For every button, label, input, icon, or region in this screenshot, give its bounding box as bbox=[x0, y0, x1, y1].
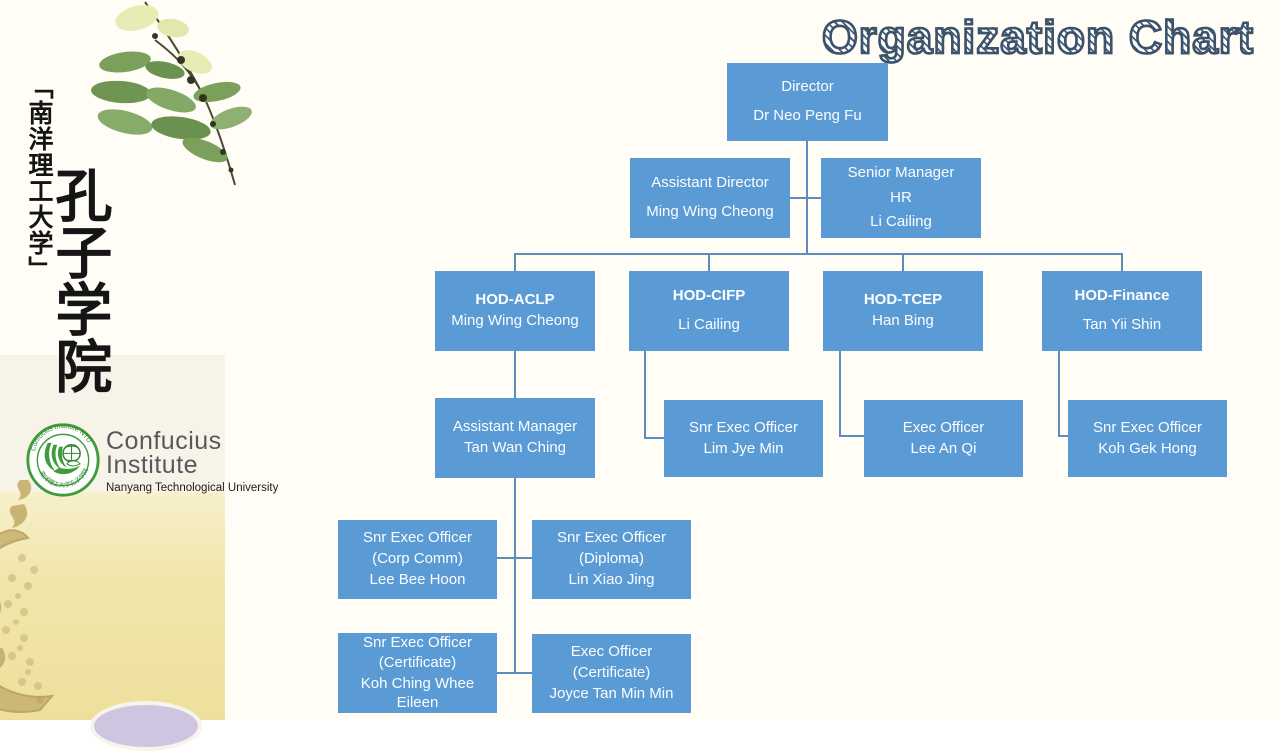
connector bbox=[514, 253, 516, 271]
org-node-assistant-manager[interactable]: Assistant Manager Tan Wan Ching bbox=[435, 398, 595, 478]
node-person: Joyce Tan Min Min bbox=[549, 684, 674, 702]
logo-wordmark: Confucius Institute Nanyang Technologica… bbox=[106, 427, 279, 494]
ntu-chinese-vertical-label: 「南洋理工大学」 bbox=[25, 74, 52, 282]
jade-artifact-image bbox=[0, 480, 55, 713]
node-unit: (Corp Comm) bbox=[372, 550, 463, 568]
connector bbox=[1121, 253, 1123, 271]
connector bbox=[644, 351, 646, 439]
leaf-branch-image bbox=[91, 1, 252, 186]
org-node-hod-aclp[interactable]: HOD-ACLP Ming Wing Cheong bbox=[435, 271, 595, 351]
node-person: Dr Neo Peng Fu bbox=[753, 107, 862, 124]
node-role: Exec Officer bbox=[570, 643, 653, 661]
connector bbox=[789, 197, 821, 199]
connector bbox=[1058, 351, 1060, 437]
node-role: Exec Officer bbox=[902, 418, 985, 436]
org-node-snr-exec-officer-certificate[interactable]: Snr Exec Officer (Certificate) Koh Ching… bbox=[338, 633, 497, 713]
node-person: Lee An Qi bbox=[910, 439, 977, 457]
node-role: Director bbox=[781, 78, 834, 96]
node-person: Lin Xiao Jing bbox=[568, 570, 655, 588]
sidebar: 「南洋理工大学」 孔子学院 Confucius Institute NTU 南洋… bbox=[0, 0, 278, 751]
node-unit: (Certificate) bbox=[378, 654, 457, 672]
connector bbox=[839, 351, 841, 437]
confucius-institute-logo: Confucius Institute NTU 南洋理工大学孔子学院 bbox=[26, 423, 100, 497]
node-person: Koh Gek Hong bbox=[1098, 439, 1197, 457]
logo-name-line1: Confucius bbox=[106, 427, 222, 455]
connector bbox=[839, 435, 864, 437]
org-node-snr-exec-officer-finance[interactable]: Snr Exec Officer Koh Gek Hong bbox=[1068, 400, 1227, 477]
logo-name-line2: Institute bbox=[106, 450, 199, 479]
node-person: Lim Jye Min bbox=[703, 439, 784, 457]
connector bbox=[1058, 435, 1068, 437]
node-unit: (Diploma) bbox=[578, 550, 644, 568]
org-node-assistant-director[interactable]: Assistant Director Ming Wing Cheong bbox=[630, 158, 790, 238]
node-role: Snr Exec Officer bbox=[689, 418, 798, 436]
connector bbox=[514, 351, 516, 398]
node-role: Senior Manager bbox=[847, 163, 955, 181]
node-person: Lee Bee Hoon bbox=[369, 570, 466, 588]
node-role: HOD-ACLP bbox=[475, 291, 555, 309]
logo-subtitle: Nanyang Technological University bbox=[106, 481, 279, 494]
page-title: Organization Chart bbox=[821, 10, 1255, 65]
sidebar-yellow-band bbox=[0, 492, 225, 720]
org-node-hod-finance[interactable]: HOD-Finance Tan Yii Shin bbox=[1042, 271, 1202, 351]
connector bbox=[497, 557, 532, 559]
node-role: HOD-TCEP bbox=[863, 291, 943, 309]
node-person: Ming Wing Cheong bbox=[646, 203, 774, 220]
org-node-exec-officer-tcep[interactable]: Exec Officer Lee An Qi bbox=[864, 400, 1023, 477]
node-person: Tan Yii Shin bbox=[1082, 316, 1162, 333]
org-node-exec-officer-certificate[interactable]: Exec Officer (Certificate) Joyce Tan Min… bbox=[532, 634, 691, 713]
org-node-senior-manager-hr[interactable]: Senior Manager HR Li Cailing bbox=[821, 158, 981, 238]
connector bbox=[497, 672, 532, 674]
node-person: Han Bing bbox=[872, 312, 934, 329]
node-role: HOD-Finance bbox=[1074, 287, 1170, 305]
connector bbox=[902, 253, 904, 271]
org-node-snr-exec-officer-cifp[interactable]: Snr Exec Officer Lim Jye Min bbox=[664, 400, 823, 477]
connector bbox=[644, 437, 664, 439]
vase-image bbox=[90, 701, 202, 751]
org-node-hod-cifp[interactable]: HOD-CIFP Li Cailing bbox=[629, 271, 789, 351]
node-role: Snr Exec Officer bbox=[363, 529, 472, 547]
org-node-director[interactable]: Director Dr Neo Peng Fu bbox=[727, 63, 888, 141]
node-role: Snr Exec Officer bbox=[557, 529, 666, 547]
node-person: Ming Wing Cheong bbox=[451, 312, 579, 329]
node-role: Assistant Director bbox=[651, 174, 769, 192]
node-role: Snr Exec Officer bbox=[363, 633, 472, 651]
org-node-snr-exec-officer-corp-comm[interactable]: Snr Exec Officer (Corp Comm) Lee Bee Hoo… bbox=[338, 520, 497, 599]
node-person: Koh Ching Whee Eileen bbox=[360, 675, 475, 711]
connector bbox=[514, 478, 516, 674]
node-person: Li Cailing bbox=[870, 213, 932, 231]
connector bbox=[514, 253, 1123, 255]
node-person: Tan Wan Ching bbox=[464, 439, 566, 456]
org-node-hod-tcep[interactable]: HOD-TCEP Han Bing bbox=[823, 271, 983, 351]
connector bbox=[708, 253, 710, 271]
node-dept: HR bbox=[890, 188, 912, 206]
org-node-snr-exec-officer-diploma[interactable]: Snr Exec Officer (Diploma) Lin Xiao Jing bbox=[532, 520, 691, 599]
confucius-institute-calligraphy: 孔子学院 bbox=[46, 166, 110, 394]
node-person: Li Cailing bbox=[678, 316, 740, 333]
node-role: Assistant Manager bbox=[452, 418, 578, 436]
node-unit: (Certificate) bbox=[572, 664, 651, 682]
node-role: HOD-CIFP bbox=[672, 287, 746, 305]
node-role: Snr Exec Officer bbox=[1093, 418, 1202, 436]
